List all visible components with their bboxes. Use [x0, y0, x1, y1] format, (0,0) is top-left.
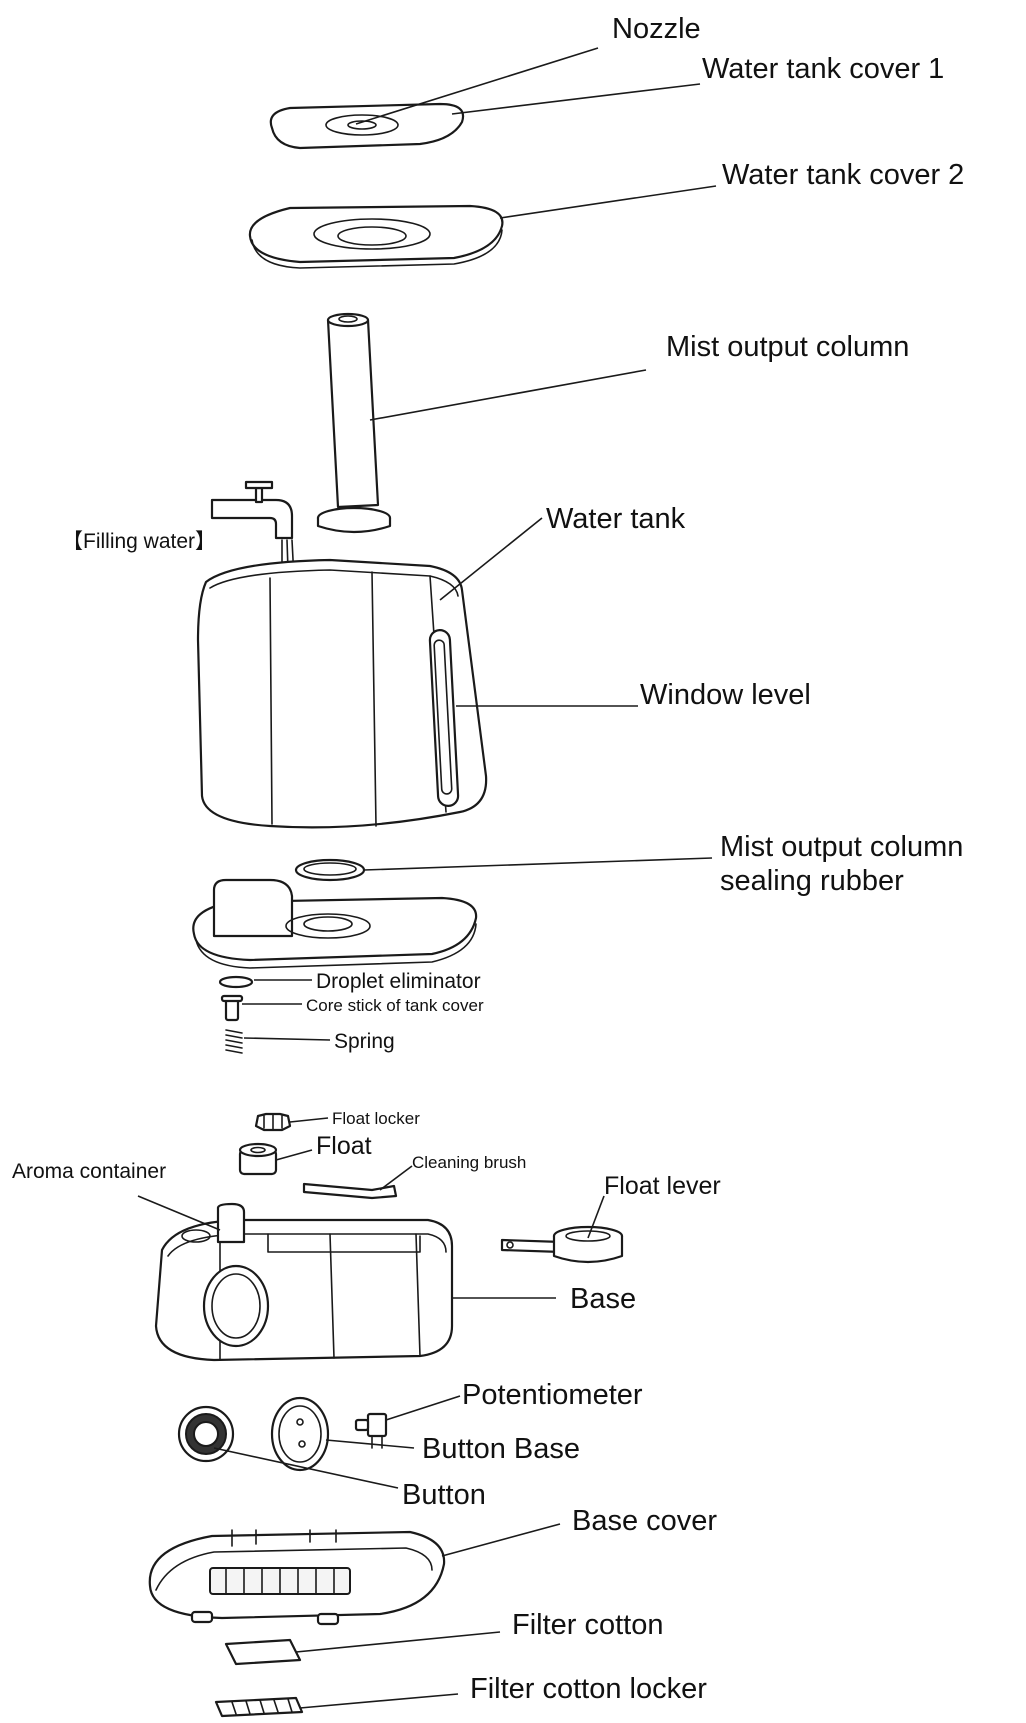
base-part [154, 1202, 454, 1362]
leader-button-base [325, 1439, 415, 1449]
potentiometer-part [354, 1412, 388, 1449]
float-part [238, 1142, 278, 1176]
leader-sealing-rubber [363, 857, 713, 871]
core-stick-part [220, 994, 244, 1022]
label-water-tank-cover-2: Water tank cover 2 [722, 159, 964, 191]
label-aroma-container: Aroma container [12, 1160, 166, 1183]
label-mist-output-column: Mist output column [666, 331, 909, 363]
label-sealing-rubber-line1: Mist output column [720, 831, 963, 863]
leader-float [275, 1149, 313, 1161]
float-locker-part [254, 1112, 292, 1132]
leader-filter-cotton-locker [299, 1693, 459, 1709]
leader-spring [243, 1037, 331, 1041]
filter-cotton-locker-part [214, 1696, 304, 1718]
leader-base-cover [441, 1523, 561, 1557]
label-window-level: Window level [640, 679, 811, 711]
label-water-tank-cover-1: Water tank cover 1 [702, 53, 944, 85]
water-tank-cover-1-part [269, 102, 465, 150]
label-base-cover: Base cover [572, 1505, 717, 1537]
label-float-locker: Float locker [332, 1109, 420, 1128]
spring-part [225, 1029, 243, 1054]
button-base-part [270, 1396, 330, 1472]
label-button: Button [402, 1479, 486, 1511]
label-core-stick: Core stick of tank cover [306, 996, 484, 1015]
leader-filter-cotton [295, 1631, 501, 1653]
mist-output-column-part [316, 312, 392, 534]
base-cover-part [148, 1529, 446, 1626]
labels: Nozzle Water tank cover 1 Water tank cov… [12, 13, 964, 1705]
leader-water-tank-cover-1 [451, 83, 701, 115]
label-base: Base [570, 1283, 636, 1315]
filter-cotton-part [224, 1638, 302, 1666]
float-lever-part [500, 1225, 624, 1264]
label-spring: Spring [334, 1030, 395, 1053]
leader-potentiometer [385, 1395, 461, 1421]
label-sealing-rubber-line2: sealing rubber [720, 865, 904, 897]
label-cleaning-brush: Cleaning brush [412, 1153, 526, 1172]
leader-water-tank [439, 517, 543, 601]
label-nozzle: Nozzle [612, 13, 701, 45]
label-button-base: Button Base [422, 1433, 580, 1465]
water-tank-cover-2-part [248, 204, 504, 269]
label-droplet-eliminator: Droplet eliminator [316, 970, 481, 993]
label-filling-water: 【Filling water】 [62, 530, 216, 553]
label-float-lever: Float lever [604, 1172, 721, 1200]
leader-float-lever [587, 1195, 605, 1239]
cleaning-brush-part [302, 1182, 398, 1200]
leader-float-locker [289, 1117, 329, 1123]
droplet-eliminator-part [218, 975, 254, 989]
button-part [177, 1405, 235, 1463]
sealing-rubber-part [294, 858, 366, 882]
label-water-tank: Water tank [546, 503, 686, 535]
leader-button [213, 1447, 399, 1489]
leader-cleaning-brush [379, 1165, 413, 1191]
leader-mist-output-column [369, 369, 647, 421]
leader-water-tank-cover-2 [499, 185, 717, 219]
water-tank-part [196, 558, 488, 829]
label-filter-cotton-locker: Filter cotton locker [470, 1673, 707, 1705]
label-float: Float [316, 1132, 372, 1160]
leader-nozzle [355, 47, 599, 125]
leader-lines [137, 47, 717, 1709]
tank-bottom-cover-part [192, 878, 478, 969]
label-filter-cotton: Filter cotton [512, 1609, 664, 1641]
label-potentiometer: Potentiometer [462, 1379, 643, 1411]
leader-aroma-container [137, 1195, 221, 1231]
